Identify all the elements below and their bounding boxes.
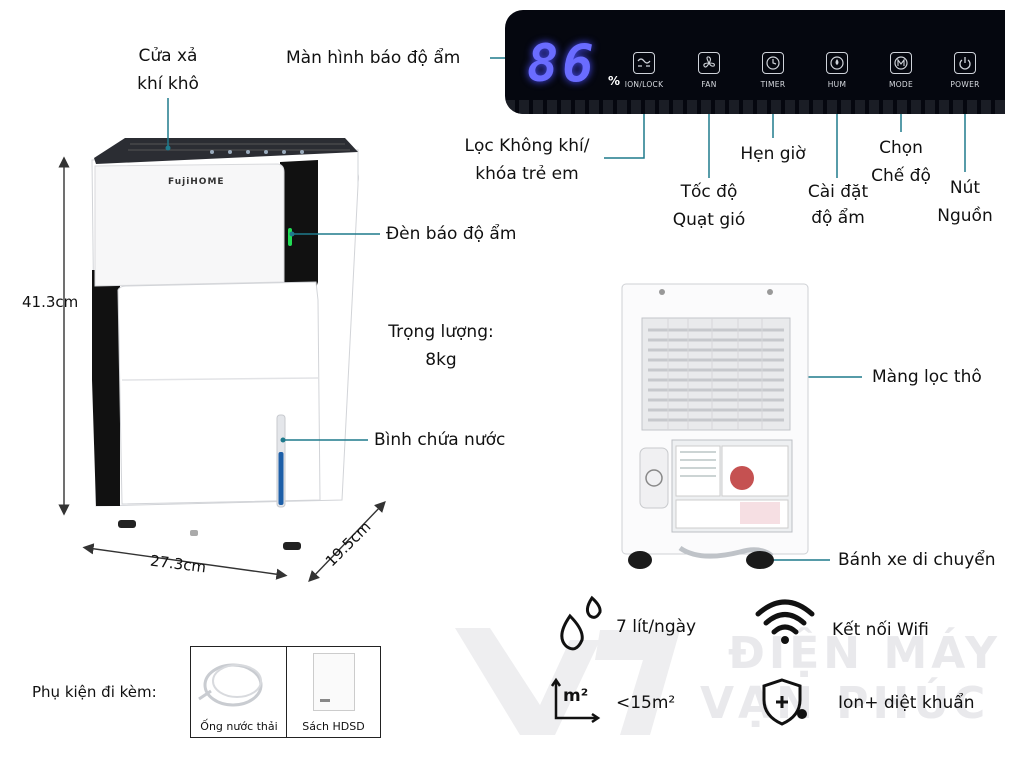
accessory-manual-box: Sách HDSD [286, 646, 381, 738]
mode-button[interactable] [890, 52, 912, 74]
dimension-height: 41.3cm [22, 293, 79, 311]
label-power-line2: Nguồn [937, 206, 993, 226]
wifi-icon [755, 599, 815, 635]
label-wheels: Bánh xe di chuyển [838, 550, 996, 570]
label-humidity-led: Đèn báo độ ẩm [386, 224, 517, 244]
timer-label: TIMER [760, 80, 786, 89]
shield-virus-icon [762, 678, 807, 726]
label-accessories: Phụ kiện đi kèm: [32, 683, 157, 701]
label-fan-line2: Quạt gió [672, 210, 746, 230]
brand-logo: FujiHOME [168, 177, 225, 187]
label-mode-line2: Chế độ [871, 166, 931, 186]
ion-lock-icon [637, 58, 651, 67]
ion-lock-label: ION/LOCK [624, 80, 664, 89]
accessory-hose-box: Ống nước thải [190, 646, 288, 738]
power-button[interactable] [954, 52, 976, 74]
label-water-tank: Bình chứa nước [374, 430, 506, 450]
fan-label: FAN [701, 80, 717, 89]
timer-button[interactable] [762, 52, 784, 74]
humidity-unit: % [608, 74, 621, 88]
water-drops-icon [560, 595, 602, 651]
feature-area: <15m² [616, 693, 676, 713]
label-humidity-set-line1: Cài đặt [807, 182, 869, 202]
humidity-icon [830, 56, 844, 70]
label-air-outlet-line2: khí khô [137, 74, 199, 94]
area-m2-icon-text: m² [563, 686, 589, 706]
label-display: Màn hình báo độ ẩm [286, 48, 461, 68]
ion-lock-button[interactable] [633, 52, 655, 74]
control-panel: 86 % ION/LOCK FAN TIMER HUM MODE POWER [505, 10, 1005, 114]
label-mode-line1: Chọn [879, 138, 923, 158]
area-m2-icon [550, 677, 601, 724]
label-timer: Hẹn giờ [740, 144, 806, 164]
label-filter: Màng lọc thô [872, 367, 982, 387]
fan-button[interactable] [698, 52, 720, 74]
timer-icon [766, 56, 780, 70]
manual-book-icon [313, 653, 355, 711]
watermark-line-2: VẠN PHÚC [700, 678, 990, 729]
label-weight-line2: 8kg [425, 350, 457, 370]
mode-label: MODE [888, 80, 914, 89]
humidity-display: 86 [527, 34, 598, 94]
feature-wifi: Kết nối Wifi [832, 620, 929, 640]
feature-ion: Ion+ diệt khuẩn [838, 693, 975, 713]
power-label: POWER [950, 80, 980, 89]
mode-icon [894, 56, 908, 70]
accessory-manual-label: Sách HDSD [302, 720, 365, 733]
label-air-outlet-line1: Cửa xả [138, 46, 198, 66]
accessory-hose-label: Ống nước thải [200, 720, 278, 733]
label-power-line1: Nút [949, 178, 981, 198]
hum-label: HUM [827, 80, 847, 89]
label-fan-line1: Tốc độ [680, 182, 738, 202]
hose-icon [198, 663, 263, 707]
hum-button[interactable] [826, 52, 848, 74]
panel-grille [505, 100, 1005, 114]
label-ion-lock-line2: khóa trẻ em [475, 164, 579, 184]
fan-icon [703, 56, 715, 68]
label-weight-line1: Trọng lượng: [388, 322, 494, 342]
watermark-line-1: ĐIỆN MÁY [728, 628, 1001, 679]
power-icon [959, 57, 971, 70]
label-humidity-set-line2: độ ẩm [811, 208, 865, 228]
label-ion-lock-line1: Lọc Không khí/ [464, 136, 590, 156]
feature-capacity: 7 lít/ngày [616, 617, 697, 637]
